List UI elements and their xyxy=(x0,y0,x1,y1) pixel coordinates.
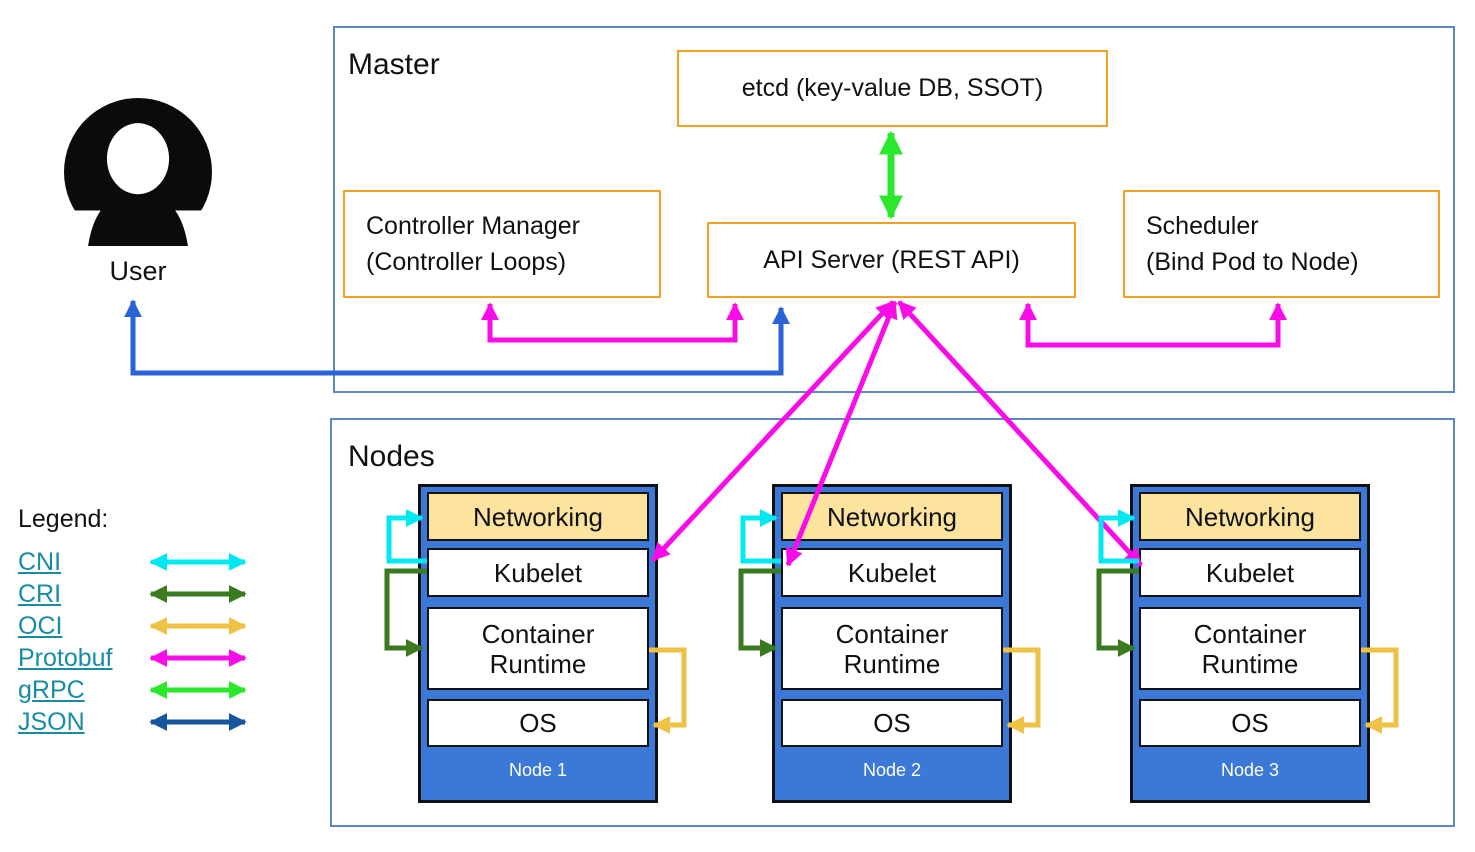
scheduler-label: Scheduler xyxy=(1146,212,1259,240)
node-1-name: Node 1 xyxy=(508,760,568,780)
node-2-networking-label: Networking xyxy=(826,501,958,532)
nodes-section-label: Nodes xyxy=(348,440,435,473)
cni-arrow-sample xyxy=(149,553,247,571)
grpc-arrow-sample xyxy=(149,681,247,699)
node-1-networking-layer: Networking xyxy=(427,492,649,541)
etcd-box: etcd (key-value DB, SSOT) xyxy=(677,50,1108,127)
node-1-kubelet-layer: Kubelet xyxy=(427,548,649,597)
node-2-container-runtime-layer: Container Runtime xyxy=(781,607,1003,690)
legend-link-oci[interactable]: OCI xyxy=(18,612,63,640)
node-2-os-label: OS xyxy=(873,708,911,738)
user-label: User xyxy=(109,256,167,286)
legend-row-cri: CRI xyxy=(18,578,298,610)
scheduler-box: Scheduler (Bind Pod to Node) xyxy=(1123,190,1440,298)
node-2-container-runtime-label: Container Runtime xyxy=(835,618,949,679)
node-3-os-label: OS xyxy=(1231,708,1269,738)
node-3-kubelet-layer: Kubelet xyxy=(1139,548,1361,597)
cri-arrow-sample xyxy=(149,585,247,603)
legend-row-cni: CNI xyxy=(18,546,298,578)
node-1-networking-label: Networking xyxy=(472,501,604,532)
node-1-container-runtime-label: Container Runtime xyxy=(481,618,595,679)
etcd-label: etcd (key-value DB, SSOT) xyxy=(741,74,1044,102)
legend-link-json[interactable]: JSON xyxy=(18,708,85,736)
legend-link-cri[interactable]: CRI xyxy=(18,580,62,608)
node-1-container-runtime-layer: Container Runtime xyxy=(427,607,649,690)
node-2-kubelet-label: Kubelet xyxy=(847,557,937,588)
controller-manager-box: Controller Manager (Controller Loops) xyxy=(343,190,661,298)
legend: Legend: CNI CRI OCI Protobuf gRP xyxy=(18,505,298,738)
node-3-container-runtime-layer: Container Runtime xyxy=(1139,607,1361,690)
node-3-networking-label: Networking xyxy=(1184,501,1316,532)
node-2-kubelet-layer: Kubelet xyxy=(781,548,1003,597)
node-2-networking-layer: Networking xyxy=(781,492,1003,541)
node-1: Networking Kubelet Container Runtime OS … xyxy=(418,484,658,803)
node-1-os-layer: OS xyxy=(427,699,649,747)
legend-row-grpc: gRPC xyxy=(18,674,298,706)
controller-manager-label: Controller Manager xyxy=(366,212,580,240)
legend-link-grpc[interactable]: gRPC xyxy=(18,676,85,704)
legend-row-oci: OCI xyxy=(18,610,298,642)
master-section-label: Master xyxy=(348,48,440,81)
node-3: Networking Kubelet Container Runtime OS … xyxy=(1130,484,1370,803)
protobuf-arrow-sample xyxy=(149,649,247,667)
node-2-os-layer: OS xyxy=(781,699,1003,747)
oci-arrow-sample xyxy=(149,617,247,635)
node-3-kubelet-label: Kubelet xyxy=(1205,557,1295,588)
api-server-box: API Server (REST API) xyxy=(707,222,1076,298)
controller-manager-sublabel: (Controller Loops) xyxy=(366,248,567,276)
node-3-name: Node 3 xyxy=(1220,760,1280,780)
node-1-kubelet-label: Kubelet xyxy=(493,557,583,588)
legend-link-cni[interactable]: CNI xyxy=(18,548,62,576)
json-arrow-sample xyxy=(149,713,247,731)
api-server-label: API Server (REST API) xyxy=(763,245,1020,274)
node-3-networking-layer: Networking xyxy=(1139,492,1361,541)
user-icon xyxy=(64,98,212,246)
node-2-name: Node 2 xyxy=(862,760,922,780)
legend-title: Legend: xyxy=(18,505,109,533)
node-2: Networking Kubelet Container Runtime OS … xyxy=(772,484,1012,803)
legend-link-protobuf[interactable]: Protobuf xyxy=(18,644,113,672)
node-3-container-runtime-label: Container Runtime xyxy=(1193,618,1307,679)
legend-row-json: JSON xyxy=(18,706,298,738)
legend-row-protobuf: Protobuf xyxy=(18,642,298,674)
scheduler-sublabel: (Bind Pod to Node) xyxy=(1146,248,1359,276)
node-1-os-label: OS xyxy=(519,708,557,738)
node-3-os-layer: OS xyxy=(1139,699,1361,747)
